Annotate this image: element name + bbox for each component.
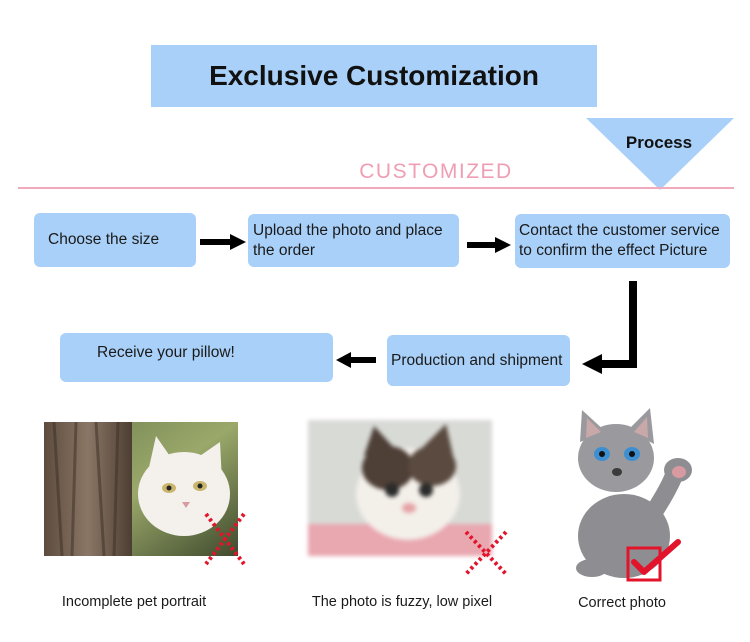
arrow-down-left-icon: [582, 281, 637, 374]
example-photo-fuzzy: [308, 420, 492, 556]
process-triangle: [586, 118, 734, 190]
caption-fuzzy: The photo is fuzzy, low pixel: [311, 594, 493, 610]
step-receive-pillow: Receive your pillow!: [60, 333, 333, 382]
red-x-icon: [204, 512, 246, 566]
step-label: Choose the size: [48, 231, 160, 248]
step-choose-size: Choose the size: [34, 213, 196, 267]
arrow-right-icon: [200, 234, 246, 250]
red-check-icon: [626, 539, 681, 582]
red-x-icon: [464, 530, 508, 576]
arrow-left-icon: [336, 352, 376, 368]
page-title: Exclusive Customization: [209, 60, 539, 91]
step-label: Contact the customer service to confirm …: [519, 222, 720, 259]
step-production-shipment: Production and shipment: [387, 335, 570, 386]
title-banner: Exclusive Customization: [151, 45, 597, 107]
example-photo-correct: [558, 408, 698, 580]
step-label: Receive your pillow!: [97, 344, 235, 361]
example-photo-incomplete: [44, 422, 238, 556]
step-contact-service: Contact the customer service to confirm …: [515, 214, 730, 268]
caption-incomplete: Incomplete pet portrait: [61, 594, 207, 610]
arrow-right-icon: [467, 237, 511, 253]
step-label: Production and shipment: [391, 351, 563, 369]
step-label: Upload the photo and place the order: [253, 221, 443, 259]
process-label: Process: [625, 133, 693, 152]
step-upload-photo: Upload the photo and place the order: [248, 214, 459, 267]
customized-subtitle: CUSTOMIZED: [359, 160, 513, 183]
caption-correct: Correct photo: [578, 595, 666, 611]
divider-line: [18, 187, 734, 189]
